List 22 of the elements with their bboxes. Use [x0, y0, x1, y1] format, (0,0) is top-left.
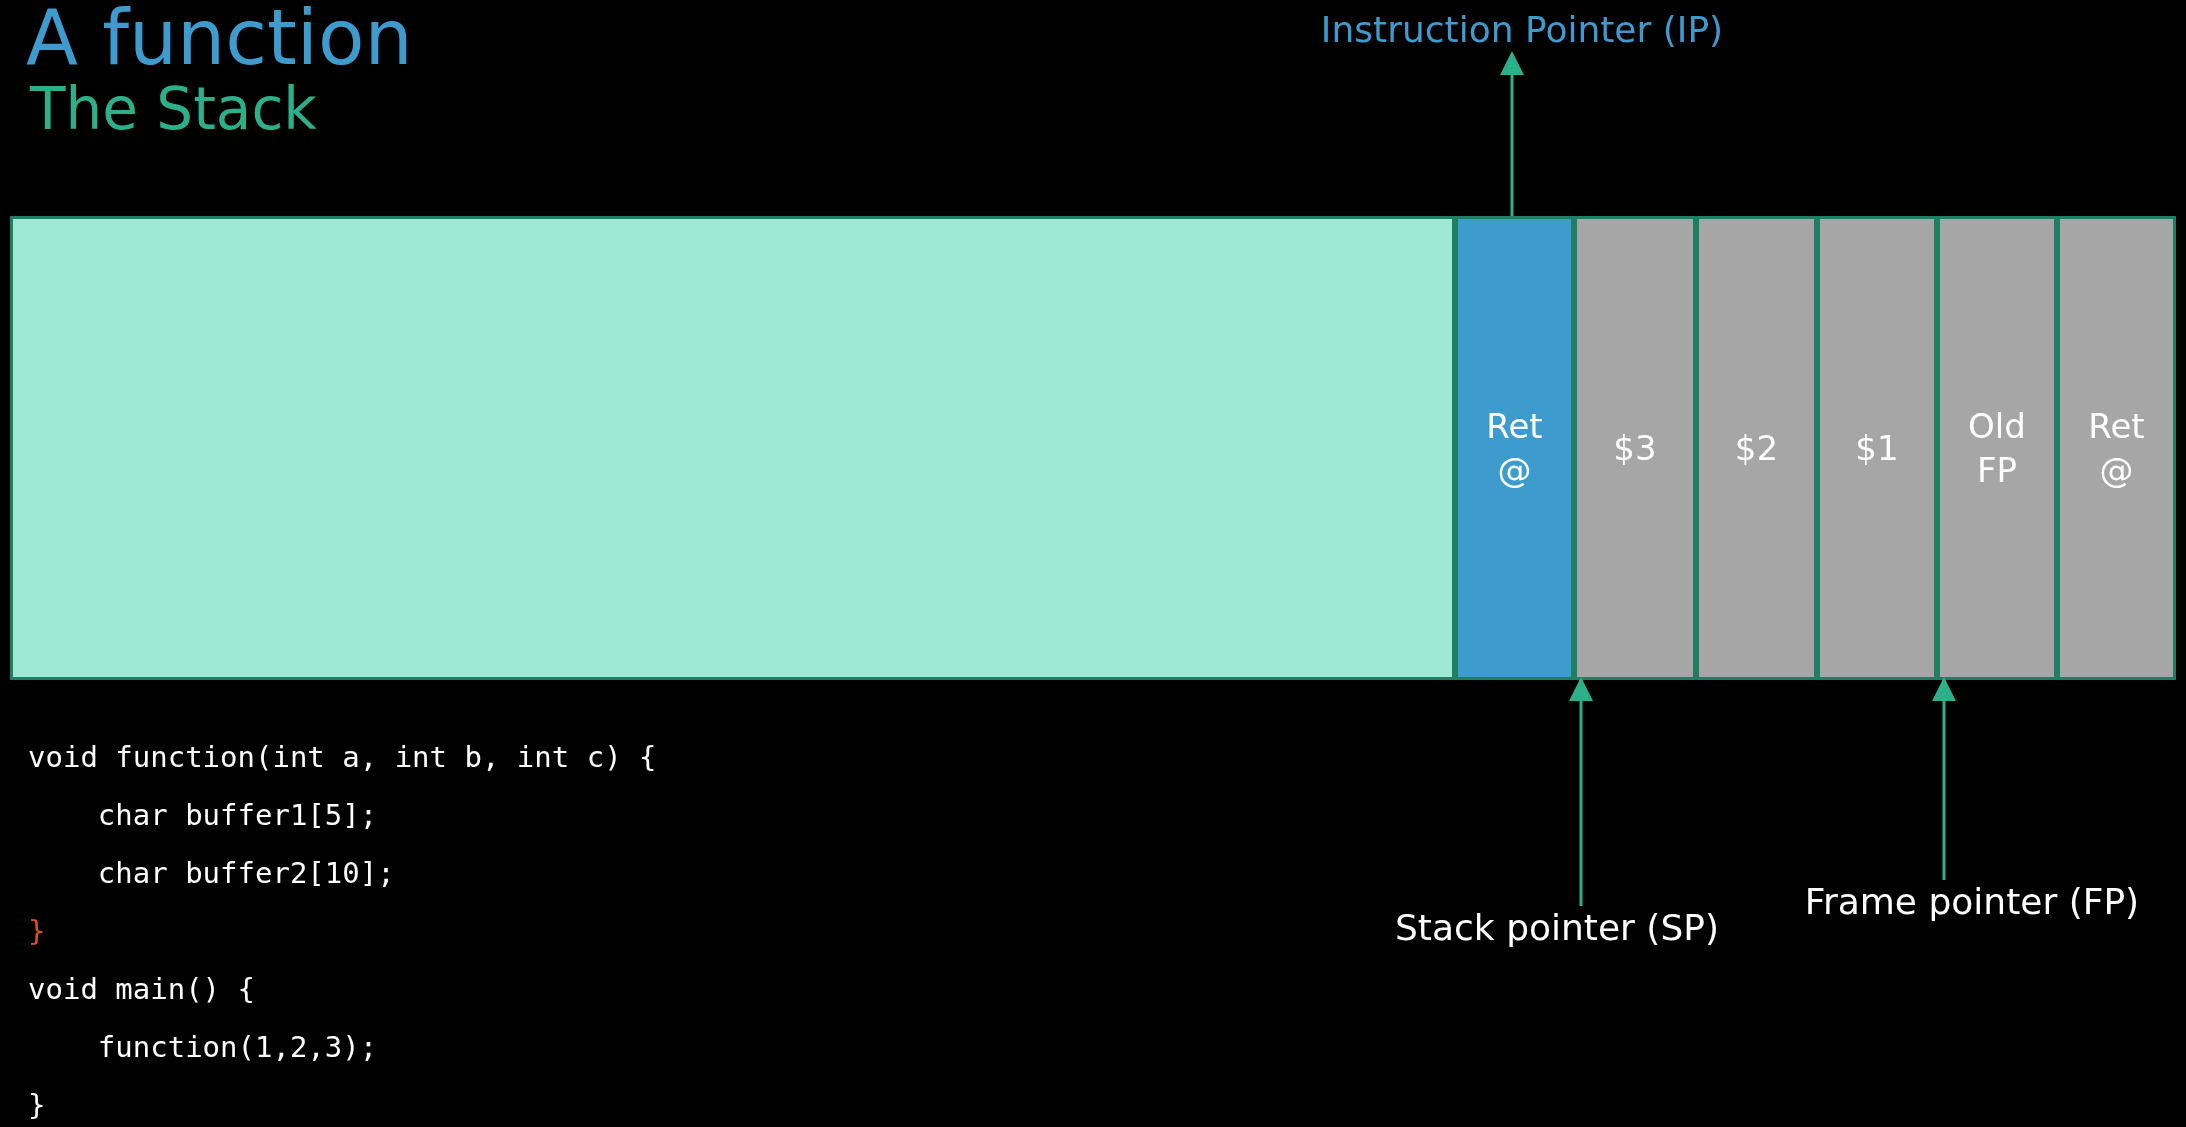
pointer-label: Instruction Pointer (IP) [1320, 8, 1724, 52]
subtitle: The Stack [30, 78, 317, 142]
code-line: function(1,2,3); [96, 1030, 378, 1065]
code-line: } [28, 1088, 46, 1123]
pointer-label: Frame pointer (FP) [1804, 880, 2140, 924]
buffer-area [10, 216, 1455, 680]
code-line: char buffer1[5]; [96, 798, 378, 833]
stack-cell: Ret @ [1455, 216, 1574, 680]
code-line: void main() { [28, 972, 255, 1007]
arrow [1569, 677, 1593, 906]
stack-cell: $2 [1696, 216, 1817, 680]
title: A function [26, 0, 413, 80]
stack-cell: Ret @ [2057, 216, 2176, 680]
code-line: } [28, 914, 46, 949]
arrow [1932, 677, 1956, 880]
stack-cell: Old FP [1937, 216, 2057, 680]
pointer-label: Stack pointer (SP) [1395, 906, 1719, 950]
code-line: char buffer2[10]; [96, 856, 395, 891]
stack-cell: $3 [1574, 216, 1696, 680]
code-line: void function(int a, int b, int c) { [28, 740, 657, 775]
stack-cell: $1 [1817, 216, 1937, 680]
arrow [1500, 51, 1524, 216]
